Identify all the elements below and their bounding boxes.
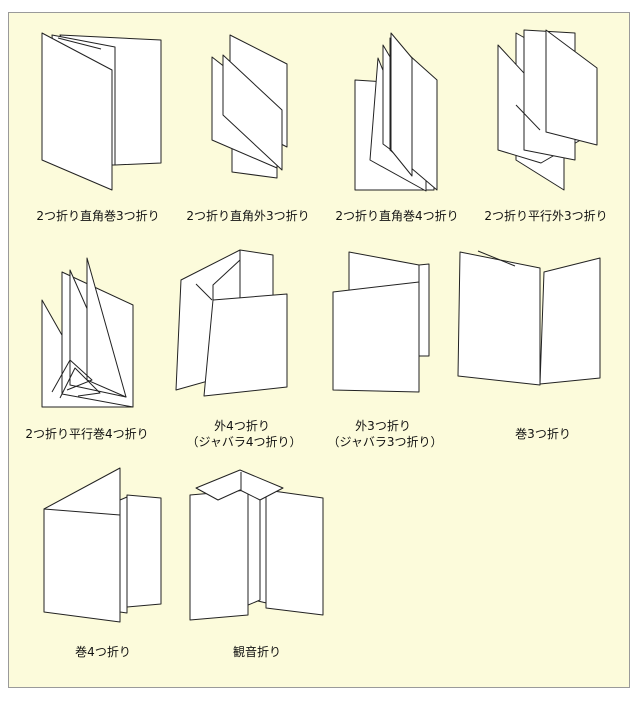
fold-illustration-8 xyxy=(457,250,601,386)
fold-illustration-10 xyxy=(189,469,324,621)
fold-label-7: 外3つ折り xyxy=(355,419,411,433)
fold-illustration-9 xyxy=(43,467,162,623)
fold-label-2: 2つ折り直角外3つ折り xyxy=(186,209,310,223)
fold-sublabel-7: （ジャバラ3つ折り） xyxy=(327,435,443,449)
fold-illustration-5 xyxy=(41,257,134,408)
fold-label-6: 外4つ折り xyxy=(214,419,270,433)
fold-sublabel-6: （ジャバラ4つ折り） xyxy=(186,435,302,449)
fold-label-9: 巻4つ折り xyxy=(75,645,131,659)
fold-label-4: 2つ折り平行外3つ折り xyxy=(484,209,608,223)
fold-label-8: 巻3つ折り xyxy=(515,427,571,441)
fold-illustration-4 xyxy=(497,29,598,191)
fold-illustration-2 xyxy=(211,34,288,179)
fold-label-10: 観音折り xyxy=(232,645,282,659)
fold-illustration-1 xyxy=(41,32,162,191)
fold-label-1: 2つ折り直角巻3つ折り xyxy=(36,209,160,223)
fold-illustration-6 xyxy=(175,249,288,397)
fold-label-3: 2つ折り直角巻4つ折り xyxy=(335,209,459,223)
fold-illustration-3 xyxy=(354,32,438,192)
fold-label-5: 2つ折り平行巻4つ折り xyxy=(25,427,149,441)
fold-illustration-7 xyxy=(332,251,430,393)
